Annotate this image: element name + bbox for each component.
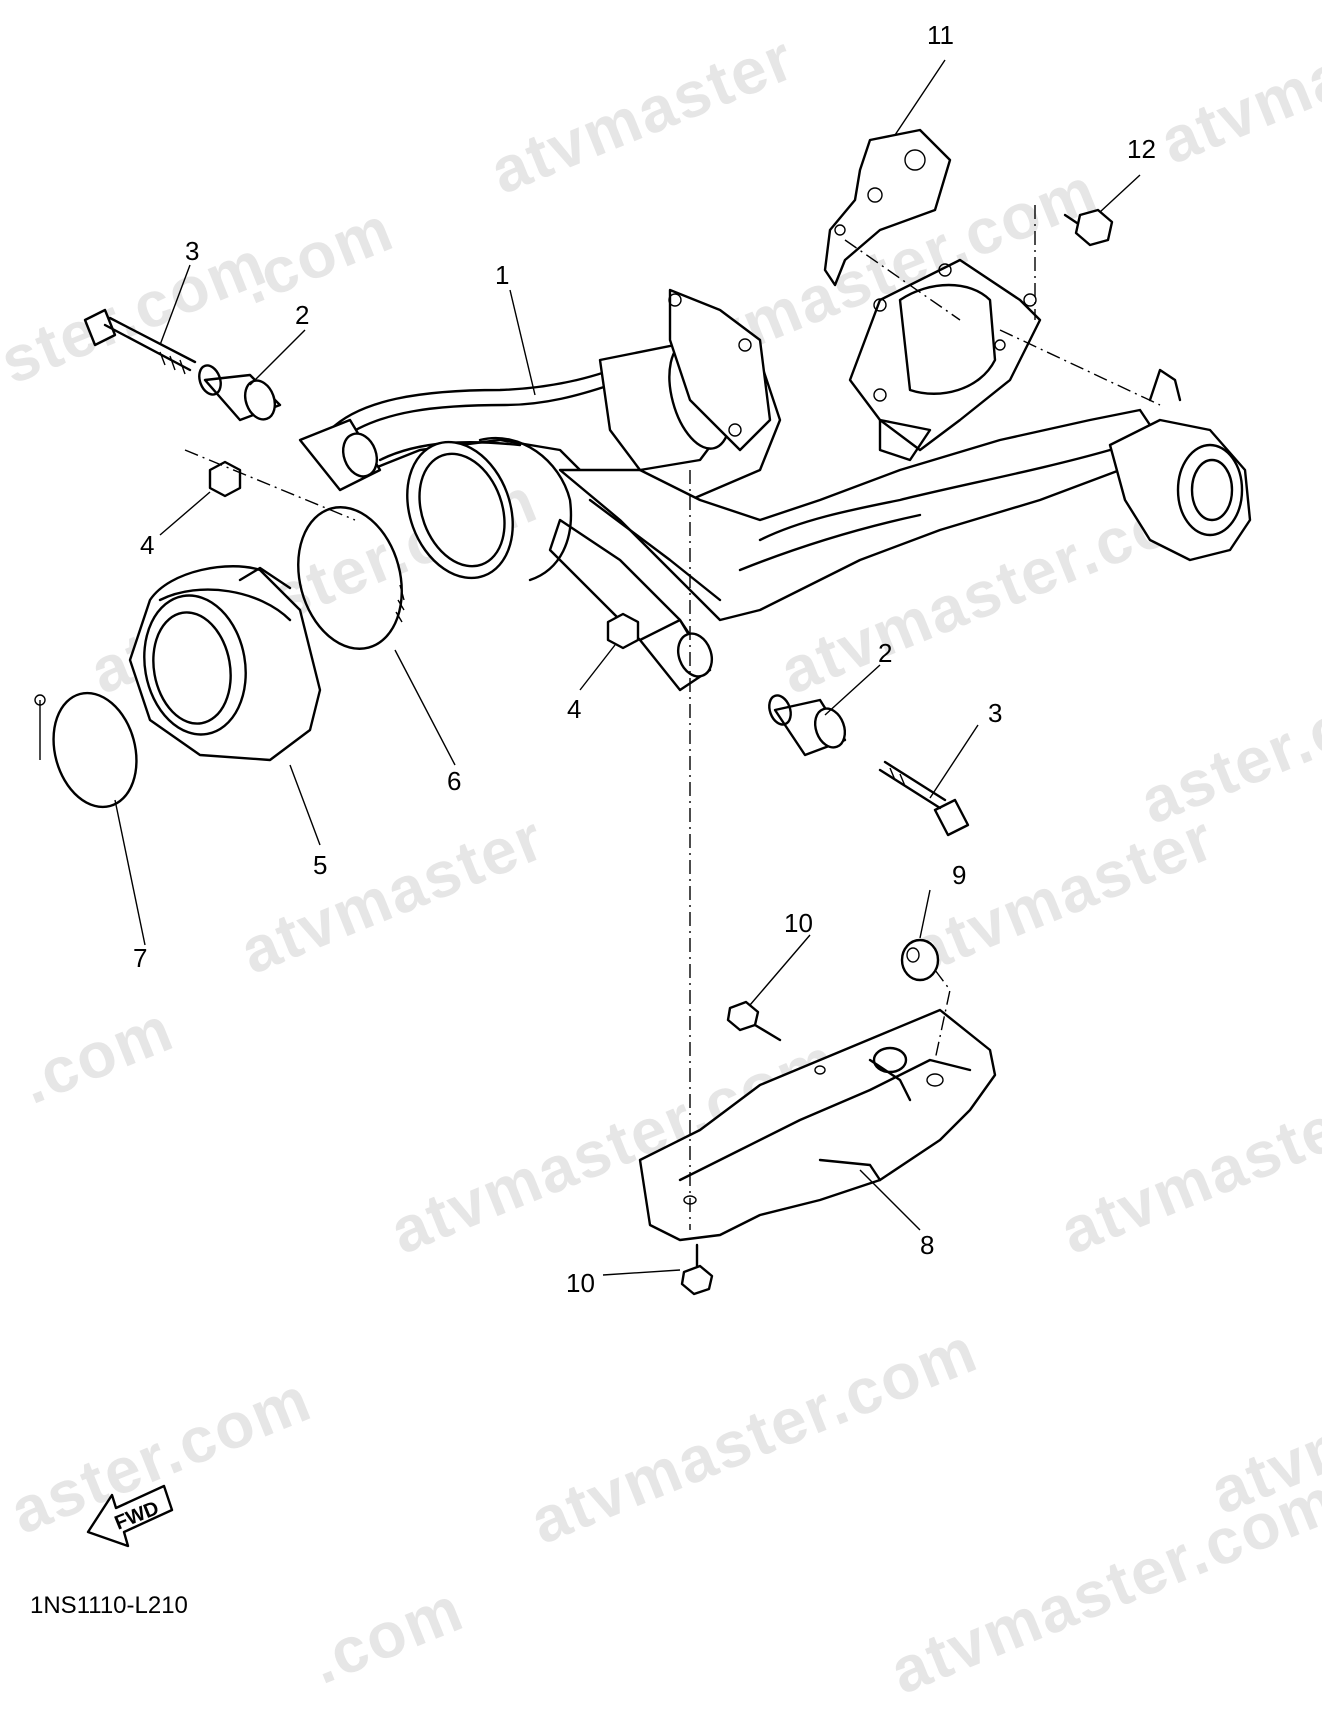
boot-inner bbox=[406, 436, 573, 582]
callout-3: 3 bbox=[988, 698, 1003, 728]
bolt-10-upper bbox=[726, 1000, 782, 1042]
callout-11: 11 bbox=[927, 20, 954, 50]
assembly-line bbox=[999, 329, 1161, 406]
fwd-arrow-icon: FWD bbox=[86, 1484, 174, 1548]
callout-8: 8 bbox=[920, 1230, 935, 1260]
bolt-left bbox=[83, 308, 197, 375]
callout-5: 5 bbox=[313, 850, 328, 880]
callout-6: 6 bbox=[447, 766, 462, 796]
bushing-left bbox=[198, 364, 282, 422]
callout-2: 2 bbox=[295, 300, 310, 330]
callout-3: 3 bbox=[185, 236, 200, 266]
bushing-right bbox=[768, 694, 847, 757]
rubber-boot bbox=[128, 565, 322, 762]
assembly-line bbox=[844, 239, 961, 321]
callout-2: 2 bbox=[878, 638, 893, 668]
callout-4: 4 bbox=[140, 530, 155, 560]
bolt-right bbox=[878, 760, 970, 837]
bolt-10-lower bbox=[680, 1243, 714, 1296]
small-clamp bbox=[34, 691, 138, 809]
grommet bbox=[900, 938, 940, 982]
small-bolt bbox=[1063, 208, 1114, 247]
callout-7: 7 bbox=[133, 943, 148, 973]
callout-9: 9 bbox=[952, 860, 967, 890]
skid-plate bbox=[638, 1008, 997, 1242]
leader-lines bbox=[114, 59, 1141, 1276]
diagram-code: 1NS1110-L210 bbox=[30, 1592, 188, 1619]
callout-10: 10 bbox=[784, 908, 813, 938]
callout-1: 1 bbox=[495, 260, 510, 290]
parts-diagram: FWD bbox=[34, 59, 1252, 1548]
swing-arm bbox=[298, 258, 1252, 692]
callout-12: 12 bbox=[1127, 134, 1156, 164]
clamp-band bbox=[297, 506, 405, 650]
assembly-line bbox=[934, 969, 951, 1061]
assembly-line bbox=[184, 449, 356, 521]
callout-4: 4 bbox=[567, 694, 582, 724]
nut-right bbox=[606, 612, 640, 650]
bracket bbox=[823, 128, 952, 287]
nut-left bbox=[208, 460, 242, 498]
callout-10: 10 bbox=[566, 1268, 595, 1298]
